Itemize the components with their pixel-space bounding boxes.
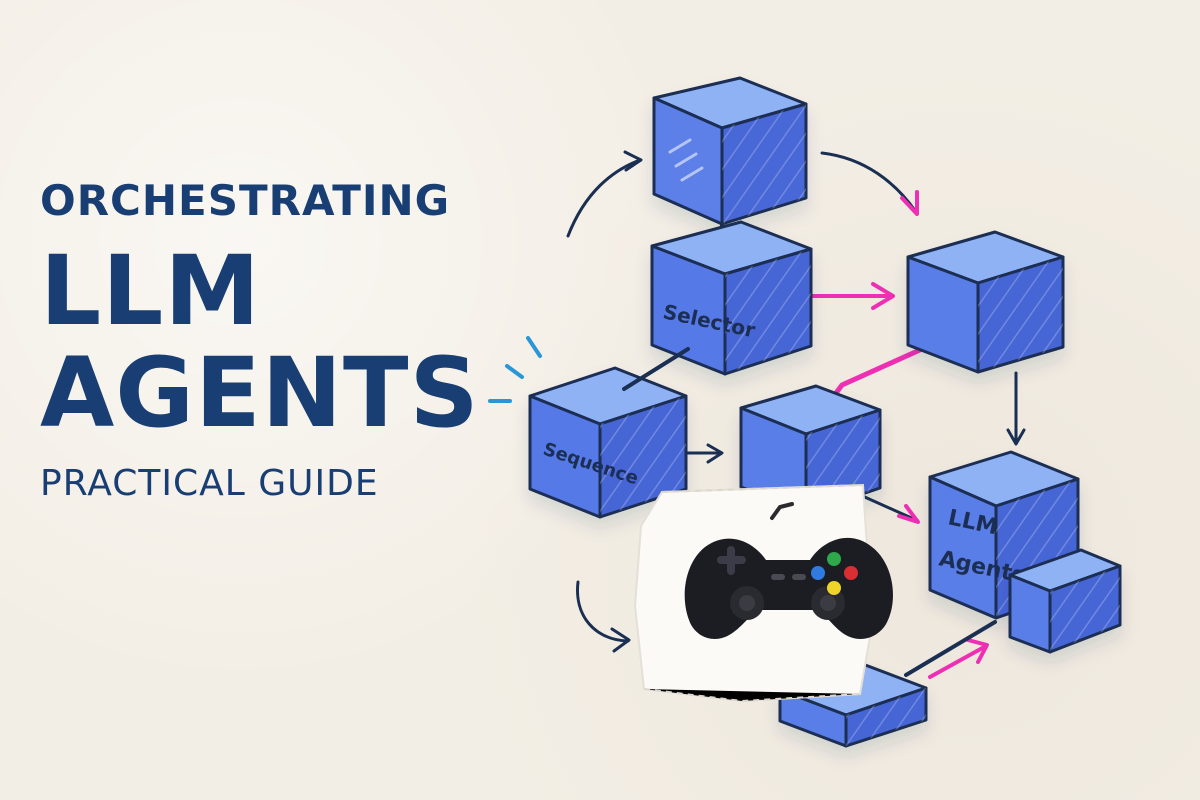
cube-selector: Selector	[650, 220, 813, 376]
curved-arrow-icon	[1006, 428, 1026, 446]
title-line-llm: LLM	[40, 235, 261, 347]
title-top: ORCHESTRATING	[40, 176, 451, 225]
curved-arrow-icon	[576, 580, 630, 643]
cube-right-top	[906, 230, 1065, 374]
pink-arrow-icon	[897, 504, 920, 524]
pink-arrow-icon	[928, 644, 988, 679]
title-line-agents: AGENTS	[40, 337, 480, 450]
curved-arrow-icon	[706, 443, 724, 464]
cube-top-center	[652, 76, 808, 226]
title-block: ORCHESTRATING LLM AGENTS PRACTICAL GUIDE	[40, 180, 510, 502]
gamepad-icon	[684, 502, 893, 640]
cube-llm-extension	[1008, 548, 1122, 654]
decorative-spark-icon	[526, 336, 542, 358]
connector-line	[622, 347, 690, 391]
connector-line	[904, 620, 997, 677]
cube-sequence: Sequence	[528, 366, 688, 519]
title-subtitle: PRACTICAL GUIDE	[40, 463, 379, 505]
pink-arrow-icon	[871, 282, 895, 310]
curved-arrow-icon	[856, 492, 918, 522]
pink-arrow-icon	[900, 190, 919, 216]
curved-arrow-icon	[566, 158, 642, 238]
curved-arrow-icon	[610, 627, 631, 653]
pink-arrow-icon	[966, 638, 989, 664]
curved-arrow-icon	[623, 150, 643, 172]
curved-arrow-icon	[820, 151, 918, 214]
decorative-spark-icon	[505, 364, 524, 379]
cube-llm-agents: LLM Agents	[928, 450, 1080, 620]
